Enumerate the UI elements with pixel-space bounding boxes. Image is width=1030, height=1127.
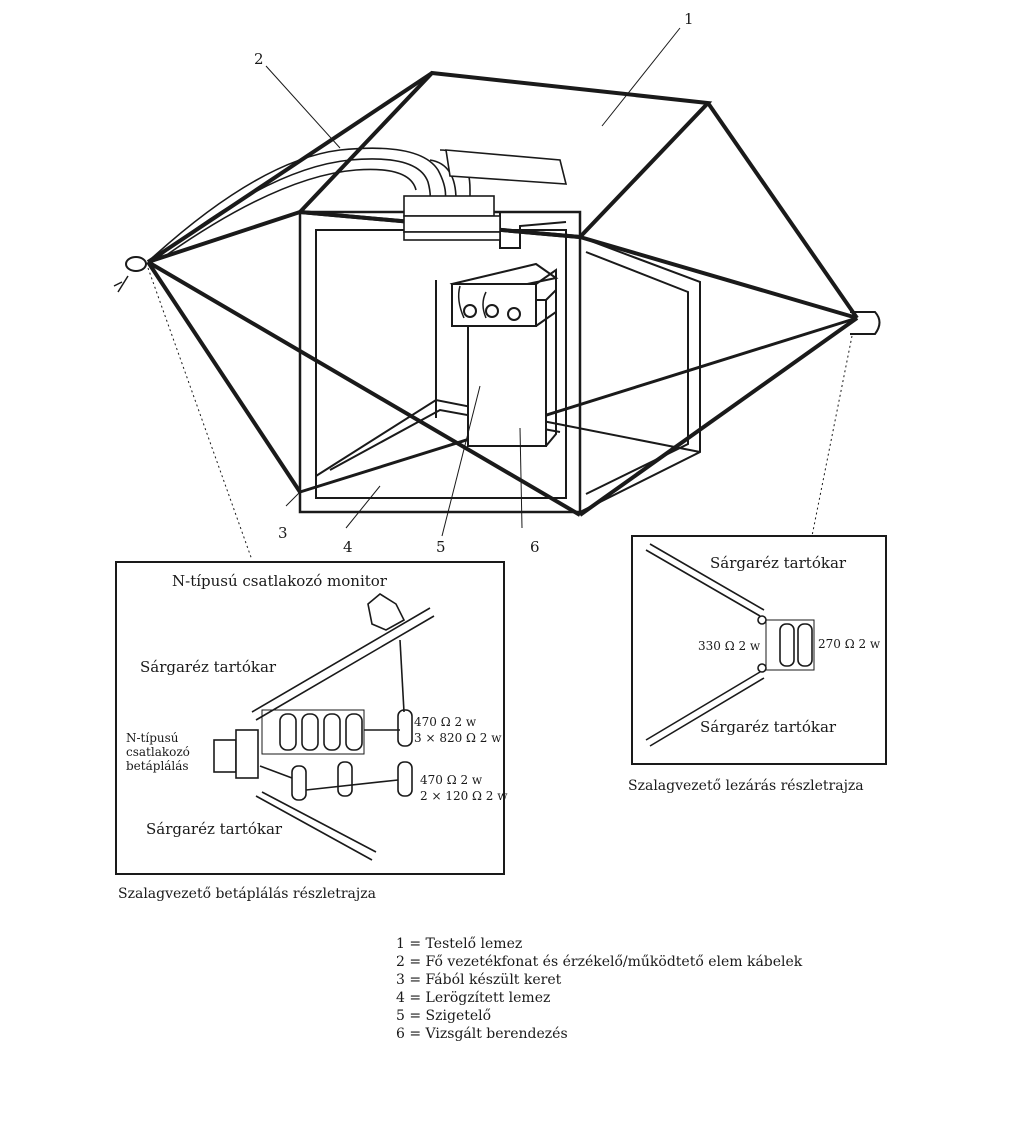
resistor-label-r4: 2 × 120 Ω 2 w: [420, 789, 508, 803]
item-number-4: 4: [343, 538, 353, 556]
feed-connector-label-3: betáplálás: [126, 759, 189, 773]
termination-schematic: [645, 543, 815, 747]
termination-detail-panel: Sárgaréz tartókar 330 Ω 2 w 270 Ω 2 w Sá…: [628, 535, 887, 794]
term-brass-arm-label-bottom: Sárgaréz tartókar: [700, 718, 837, 736]
term-resistor-left: 330 Ω 2 w: [698, 639, 761, 653]
termination-stub: [850, 311, 881, 335]
legend-item-2: 2 = Fő vezetékfonat és érzékelő/működtet…: [396, 954, 803, 970]
brass-arm-label-bottom: Sárgaréz tartókar: [146, 820, 283, 838]
feed-side-conductors: [146, 71, 582, 517]
feed-connector-label-2: csatlakozó: [126, 745, 190, 759]
item-number-1: 1: [684, 10, 694, 28]
termination-side-conductors: [299, 101, 859, 517]
feed-detail-panel: N-típusú csatlakozó monitor Sárgaréz tar…: [115, 561, 508, 902]
termination-detail-caption: Szalagvezető lezárás részletrajza: [628, 778, 864, 794]
feed-detail-caption: Szalagvezető betáplálás részletrajza: [118, 886, 376, 902]
resistor-label-r3: 470 Ω 2 w: [420, 773, 483, 787]
term-brass-arm-label-top: Sárgaréz tartókar: [710, 554, 847, 572]
resistor-label-r1: 470 Ω 2 w: [414, 715, 477, 729]
insulator-and-eut: [449, 212, 567, 447]
item-number-5: 5: [436, 538, 446, 556]
term-resistor-right: 270 Ω 2 w: [818, 637, 881, 651]
legend-item-3: 3 = Fából készült keret: [396, 972, 562, 988]
main-figure: [113, 27, 881, 561]
feed-connector-stub: [113, 256, 147, 293]
legend-item-6: 6 = Vizsgált berendezés: [396, 1026, 568, 1042]
feed-connector-label-1: N-típusú: [126, 731, 179, 745]
item-number-3: 3: [278, 524, 288, 542]
feed-schematic: [213, 593, 435, 861]
item-numbers: 1 2 3 4 5 6: [254, 10, 694, 556]
leader-lines: [147, 27, 853, 561]
legend: 1 = Testelő lemez 2 = Fő vezetékfonat és…: [396, 936, 803, 1042]
item-number-2: 2: [254, 50, 264, 68]
brass-arm-label-top: Sárgaréz tartókar: [140, 658, 277, 676]
cable-bundle: [151, 147, 568, 259]
legend-item-5: 5 = Szigetelő: [396, 1008, 491, 1024]
legend-item-4: 4 = Lerögzített lemez: [396, 990, 550, 1006]
legend-item-1: 1 = Testelő lemez: [396, 936, 522, 952]
item-number-6: 6: [530, 538, 540, 556]
monitor-label: N-típusú csatlakozó monitor: [172, 572, 388, 590]
resistor-label-r2: 3 × 820 Ω 2 w: [414, 731, 502, 745]
